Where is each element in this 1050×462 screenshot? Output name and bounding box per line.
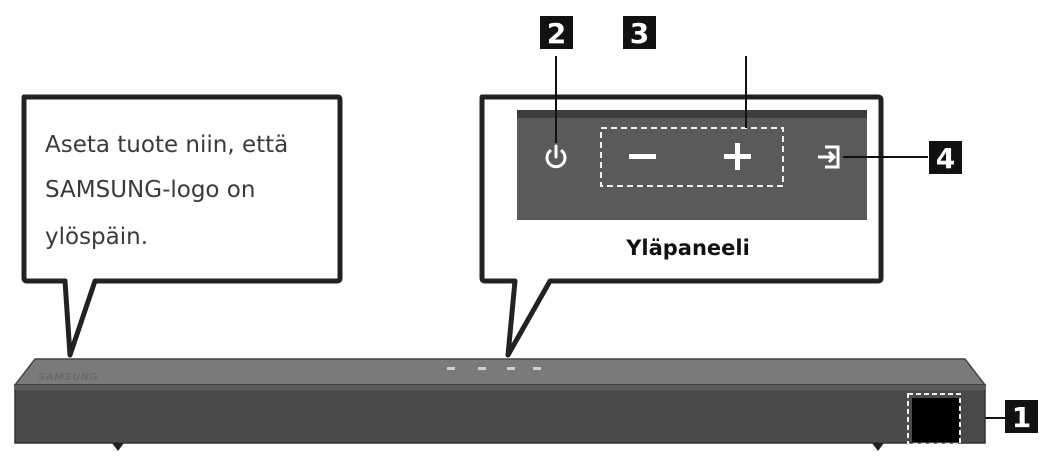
soundbar-logo: SAMSUNG <box>38 372 98 383</box>
display-highlight-box <box>907 393 961 445</box>
power-icon <box>545 144 567 169</box>
marker-4: 4 <box>929 141 962 175</box>
soundbar-front <box>14 384 986 444</box>
top-panel-caption: Yläpaneeli <box>625 236 750 260</box>
soundbar-top <box>13 358 987 386</box>
callout-line-1: Aseta tuote niin, että <box>45 132 288 158</box>
marker-2: 2 <box>540 16 573 50</box>
volume-down-icon <box>629 154 656 159</box>
marker-3: 3 <box>623 16 656 50</box>
svg-text:1: 1 <box>1012 401 1031 434</box>
soundbar: SAMSUNG <box>13 358 987 451</box>
soundbar-button-dot <box>478 367 486 370</box>
soundbar-button-dot <box>447 367 455 370</box>
callout-bubble: Aseta tuote niin, että SAMSUNG-logo on y… <box>21 94 343 358</box>
volume-highlight-box <box>600 127 784 187</box>
top-panel-surface <box>517 110 867 220</box>
svg-text:4: 4 <box>936 142 955 175</box>
top-panel-bubble: Yläpaneeli <box>479 94 884 358</box>
soundbar-button-dot <box>507 367 515 370</box>
source-input-icon <box>818 145 840 169</box>
svg-text:2: 2 <box>547 17 566 50</box>
svg-text:3: 3 <box>630 17 649 50</box>
marker-1: 1 <box>1005 400 1038 434</box>
soundbar-button-dot <box>533 367 541 370</box>
callout-line-2: SAMSUNG-logo on <box>45 177 255 203</box>
volume-up-icon <box>724 143 751 170</box>
display-window <box>912 398 960 442</box>
callout-line-3: ylöspäin. <box>45 224 148 250</box>
